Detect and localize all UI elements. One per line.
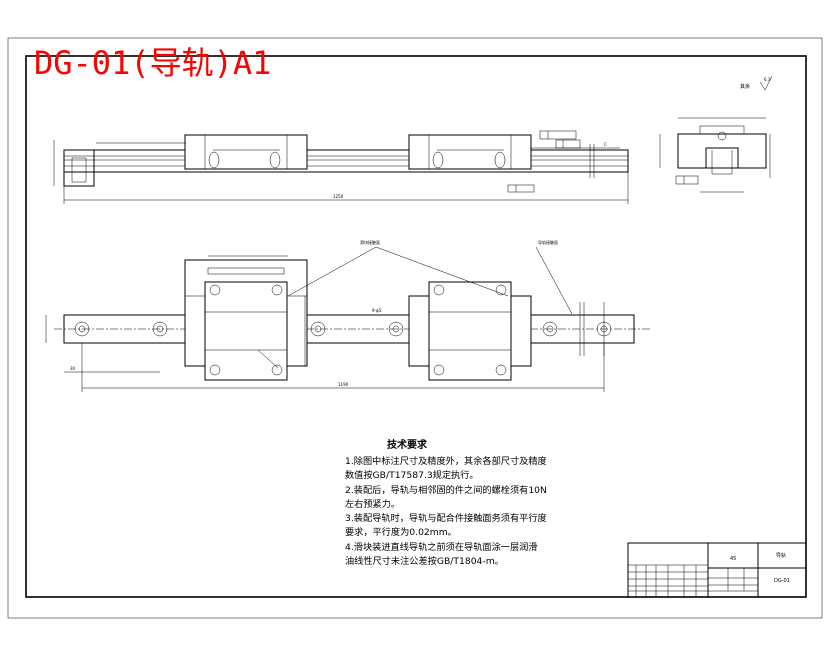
requirement-line-4: 左右预紧力。 [345,498,400,510]
svg-text:6.3: 6.3 [764,77,771,82]
technical-requirements: 技术要求 1.除图中标注尺寸及精度外，其余各部尺寸及精度 数值按GB/T1758… [345,438,547,567]
side-section-view [659,117,771,193]
svg-text:其余: 其余 [740,83,750,90]
surface-finish-symbol: 其余 6.3 [740,75,773,91]
requirement-line-5: 3.装配导轨时，导轨与配合件接触面务须有平行度 [345,512,547,524]
svg-text:1250: 1250 [333,194,344,199]
title-block-part-name: 导轨 [776,552,786,559]
svg-text:导轨接触面: 导轨接触面 [538,239,558,245]
svg-text:C: C [604,142,607,147]
requirement-line-1: 1.除图中标注尺寸及精度外，其余各部尺寸及精度 [345,455,547,467]
svg-text:9-φ5: 9-φ5 [372,308,382,313]
svg-text:30: 30 [70,366,76,371]
title-block-drawing-no: DG-01 [774,578,790,584]
plan-view: 滑块接触面 导轨接触面 9-φ5 1190 30 [45,239,650,392]
requirement-line-3: 2.装配后，导轨与相邻固的件之间的螺栓须有10N [345,484,547,496]
svg-text:1190: 1190 [338,382,349,387]
drawing-title: DG-01(导轨)A1 [34,44,271,82]
svg-text:滑块接触面: 滑块接触面 [360,239,380,245]
requirement-line-7: 4.滑块装进直线导轨之前须在导轨面涂一层润滑 [345,541,538,553]
title-block: 45 导轨 DG-01 [627,542,807,598]
requirement-line-6: 要求，平行度为0.02mm。 [345,526,457,538]
outer-border [7,37,823,619]
requirements-heading: 技术要求 [387,438,428,451]
front-view: 1250 C [53,130,629,204]
requirement-line-2: 数值按GB/T17587.3规定执行。 [345,469,479,481]
requirement-line-8: 油线性尺寸未注公差按GB/T1804-m。 [345,555,504,567]
title-block-material: 45 [730,556,736,562]
inner-border [25,55,807,598]
